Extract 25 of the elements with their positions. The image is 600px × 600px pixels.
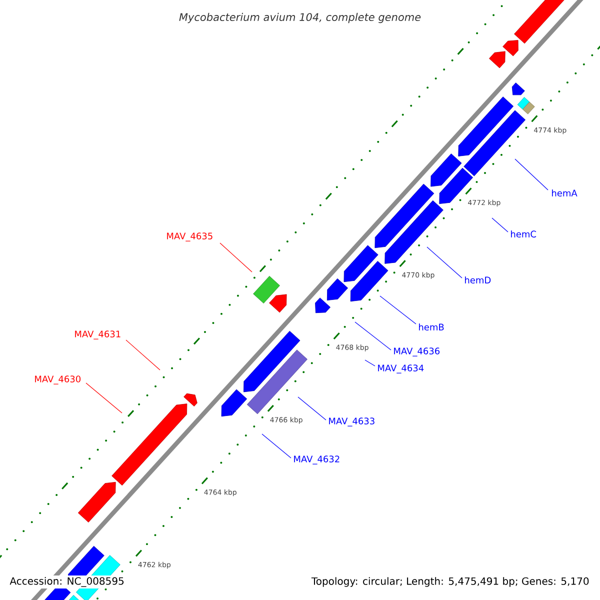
leader-line <box>380 296 416 324</box>
leader-line <box>492 218 508 232</box>
gene-label: MAV_4634 <box>378 364 424 374</box>
gene-label: MAV_4633 <box>329 418 374 426</box>
leader-line <box>298 396 326 420</box>
title: Mycobacterium avium 104, complete genome <box>179 12 421 24</box>
leader-line <box>220 242 252 272</box>
leader-line <box>514 158 548 190</box>
leader-line <box>86 382 122 414</box>
genome-summary-text: Topology: circular; Length: 5,475,491 bp; Genes: 5,170 <box>310 576 591 588</box>
leader-line <box>426 246 462 278</box>
gene-label: MAV_4630 <box>35 376 81 384</box>
gene-label: MAV_4636 <box>394 348 440 356</box>
gene-label: hemC <box>511 230 536 238</box>
gene-label: hemB <box>419 324 444 330</box>
gene-label: hemD <box>465 276 491 284</box>
leader-line <box>262 434 292 458</box>
gene-label: hemA <box>552 190 578 196</box>
accession-text: Accession: NC_008595 <box>8 576 126 588</box>
gene-label: MAV_4632 <box>294 456 340 464</box>
leader-line <box>354 322 392 350</box>
leader-line <box>364 360 376 366</box>
leader-line <box>126 340 160 370</box>
gene-label: MAV_4631 <box>75 330 120 340</box>
gene-label: MAV_4635 <box>167 232 212 242</box>
